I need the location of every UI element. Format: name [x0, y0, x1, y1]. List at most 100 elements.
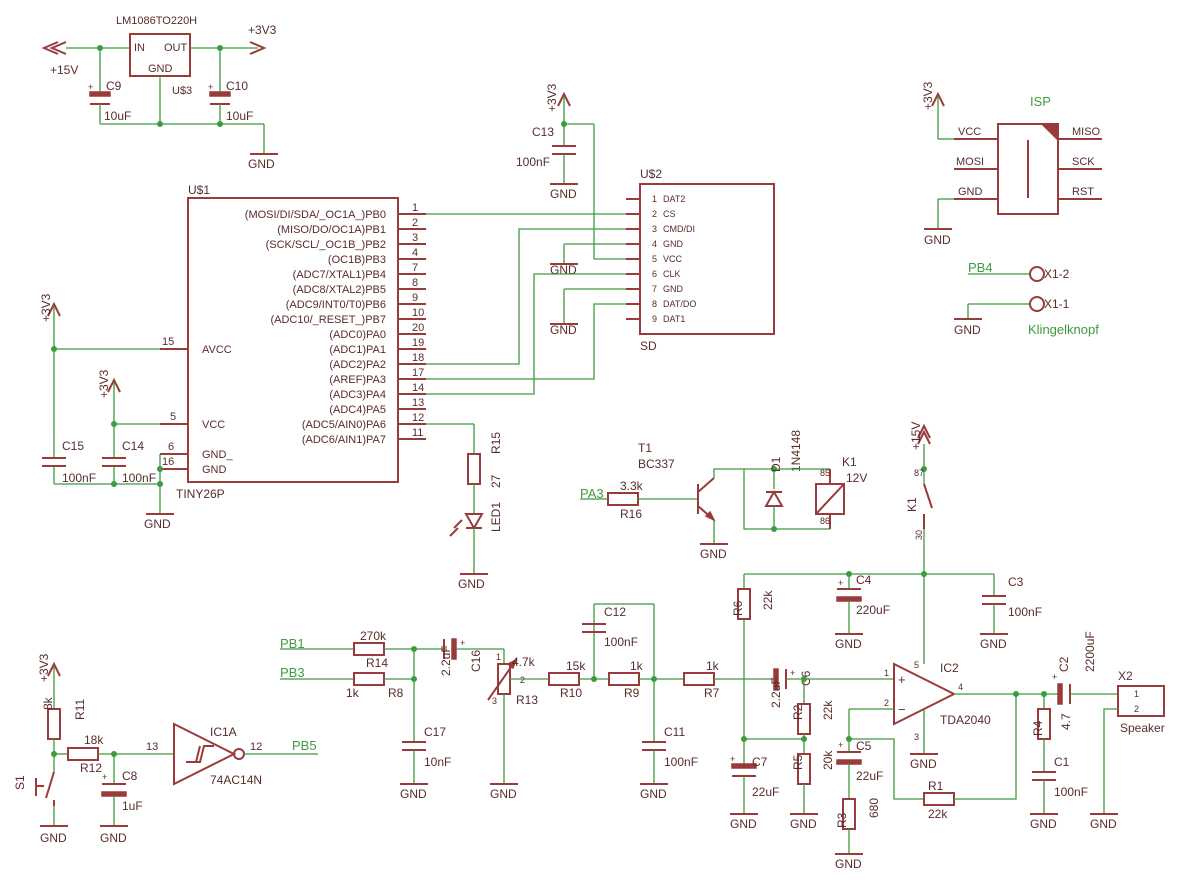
- r1-ref: R1: [928, 779, 944, 793]
- isp-miso: MISO: [1072, 126, 1101, 138]
- mcu-pin-number: 3: [412, 232, 418, 244]
- audio-pb3: PB3: [280, 665, 305, 680]
- mcu-pin-number: 14: [412, 382, 424, 394]
- c2-ref: C2: [1057, 656, 1071, 672]
- k1-p87: 87: [914, 468, 924, 478]
- r6-ref: R6: [731, 600, 745, 616]
- ic1-part: 74AC14N: [210, 773, 262, 787]
- c2-val: 2200uF: [1083, 631, 1097, 672]
- svg-text:−: −: [898, 702, 906, 717]
- c4-val: 220uF: [856, 603, 890, 617]
- r16-val: 3.3k: [620, 479, 644, 493]
- x2-speaker: [1117, 685, 1165, 717]
- t1-ref: T1: [638, 441, 652, 455]
- c13-val: 100nF: [516, 155, 550, 169]
- mcu-pin-label: (ADC1)PA1: [329, 344, 386, 356]
- svg-text:+: +: [208, 82, 213, 92]
- ic1-ref: IC1A: [210, 725, 237, 739]
- regulator-ref: U$3: [172, 85, 192, 97]
- mcu-pin-number: 20: [412, 322, 424, 334]
- c9-val: 10uF: [104, 109, 131, 123]
- ic2-ref: IC2: [940, 661, 959, 675]
- c3-val: 100nF: [1008, 605, 1042, 619]
- bell-section: PB4 X1-2 GND X1-1 Klingelknopf: [954, 260, 1099, 337]
- regulator-pin-in: IN: [134, 42, 145, 54]
- r5-val: 20k: [821, 750, 835, 770]
- mcu-pin-label: (ADC4)PA5: [329, 404, 386, 416]
- c15-val: 100nF: [62, 471, 96, 485]
- sd-pin-name: CLK: [663, 269, 681, 279]
- r7-ref: R7: [704, 686, 720, 700]
- mcu-pin-number: 2: [412, 217, 418, 229]
- r13-p2: 2: [520, 675, 525, 685]
- sd-pin-name: DAT/DO: [663, 299, 696, 309]
- sd-pin-name: CS: [663, 209, 676, 219]
- gnd-c7: GND: [730, 817, 757, 831]
- v33-label-vcc: +3V3: [97, 369, 111, 398]
- mcu-pin-label: (ADC0)PA0: [329, 329, 386, 341]
- sd-pin-name: GND: [663, 239, 684, 249]
- gnd-c8: GND: [100, 831, 127, 845]
- mcu-pin-number: 18: [412, 352, 424, 364]
- mcu-avcc-label: AVCC: [202, 344, 232, 356]
- c10-val: 10uF: [226, 109, 253, 123]
- mcu-gnd2-label: GND: [202, 464, 227, 476]
- ic1-in: 13: [146, 741, 158, 753]
- mcu-pin-label: (ADC8/XTAL2)PB5: [293, 284, 386, 296]
- bell-x1-1: X1-1: [1044, 297, 1070, 311]
- gnd-c11: GND: [640, 787, 667, 801]
- v33-label-sd: +3V3: [545, 83, 559, 112]
- r12-val: 18k: [84, 733, 104, 747]
- mcu-pin-number: 7: [412, 262, 418, 274]
- mcu-pin-label: (ADC9/INT0/T0)PB6: [286, 299, 386, 311]
- audio-pb1: PB1: [280, 636, 305, 651]
- r8-val: 1k: [346, 686, 360, 700]
- relay-pa3: PA3: [580, 486, 604, 501]
- r2-val: 22k: [821, 700, 835, 720]
- mcu-right-pins: (MOSI/DI/SDA/_OC1A_)PB01(MISO/DO/OC1A)PB…: [245, 202, 426, 446]
- v33-label-reg: +3V3: [248, 23, 277, 37]
- svg-text:+: +: [838, 578, 843, 588]
- svg-text:+: +: [838, 740, 843, 750]
- r13: [497, 663, 511, 695]
- gnd-c3: GND: [980, 637, 1007, 651]
- r3-val: 680: [867, 798, 881, 818]
- sd-pin-name: CMD/DI: [663, 224, 695, 234]
- gnd-c1: GND: [1030, 817, 1057, 831]
- mcu-pin-number: 17: [412, 367, 424, 379]
- mcu-pin-number: 10: [412, 307, 424, 319]
- sd-pin-number: 8: [652, 299, 657, 309]
- r7: [683, 672, 715, 686]
- r12-ref: R12: [80, 761, 102, 775]
- svg-text:+: +: [730, 754, 735, 764]
- gnd-r3: GND: [835, 857, 862, 871]
- sd-pin-number: 5: [652, 254, 657, 264]
- bell-x1-2: X1-2: [1044, 267, 1070, 281]
- c16-ref: C16: [469, 650, 483, 672]
- c1-val: 100nF: [1054, 785, 1088, 799]
- s1-ref: S1: [13, 775, 27, 790]
- sd-pin-number: 4: [652, 239, 657, 249]
- r13-ref: R13: [516, 693, 538, 707]
- gnd-r13: GND: [490, 787, 517, 801]
- c14-ref: C14: [122, 439, 144, 453]
- r9-ref: R9: [624, 686, 640, 700]
- mcu-pin-number: 19: [412, 337, 424, 349]
- isp-title: ISP: [1030, 94, 1051, 109]
- mcu-pin-label: (AREF)PA3: [329, 374, 386, 386]
- r5-ref: R5: [791, 754, 805, 770]
- r9: [608, 672, 640, 686]
- r7-val: 1k: [706, 659, 720, 673]
- c12-val: 100nF: [604, 635, 638, 649]
- r1: [923, 792, 955, 806]
- x2-ref: X2: [1118, 669, 1133, 683]
- c5-val: 22uF: [856, 769, 883, 783]
- c7-ref: C7: [752, 755, 768, 769]
- k1-p30: 30: [914, 530, 924, 540]
- t1-part: BC337: [638, 457, 675, 471]
- c8-ref: C8: [122, 769, 138, 783]
- r13-val: 4.7k: [512, 655, 536, 669]
- isp-vcc: VCC: [958, 126, 981, 138]
